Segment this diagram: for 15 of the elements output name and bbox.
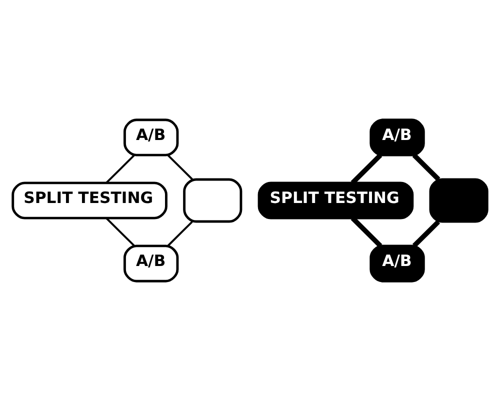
connector — [167, 154, 194, 180]
node-box: A/B — [124, 118, 179, 156]
connector — [106, 216, 135, 246]
connector — [412, 220, 440, 247]
node-box: A/B — [370, 244, 425, 282]
connector — [106, 154, 135, 184]
connector — [350, 152, 382, 184]
node-box — [429, 178, 488, 222]
connector — [412, 152, 440, 181]
node-box: SPLIT TESTING — [258, 181, 414, 219]
node-box: A/B — [370, 118, 425, 156]
node-box: SPLIT TESTING — [12, 181, 168, 219]
node-box — [183, 178, 242, 222]
connector — [167, 220, 193, 246]
node-box: A/B — [124, 244, 179, 282]
